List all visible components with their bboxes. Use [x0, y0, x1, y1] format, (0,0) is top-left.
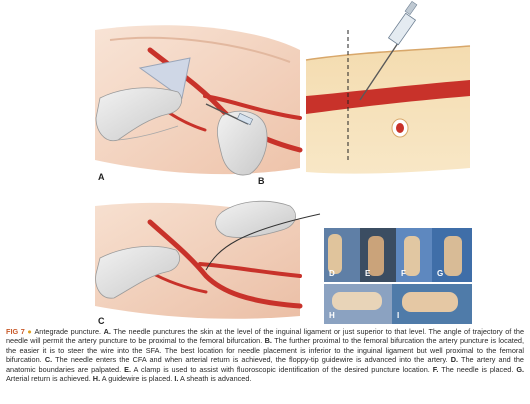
caption-text-a: The needle punctures the skin at the lev… [6, 327, 525, 346]
panel-label-a: A [98, 172, 105, 182]
figure-number: FIG 7 [6, 327, 25, 336]
panel-label-h: H [329, 311, 335, 320]
caption-text-c: The needle enters the CFA and when arter… [55, 355, 448, 365]
photo-grid-top: D E F G [324, 228, 472, 282]
panel-label-g: G [437, 269, 443, 278]
caption-text-b: The further proximal to the femoral bifu… [6, 336, 524, 365]
caption-bullet: ● [27, 327, 33, 336]
panel-label-b: B [258, 176, 265, 186]
caption-text-e: A clamp is used to assist with fluorosco… [133, 364, 430, 374]
caption-label-g: G. [516, 364, 525, 374]
figure-caption: FIG 7 ● Antegrade puncture. A. The needl… [6, 327, 524, 383]
illustration-a-b [95, 25, 303, 176]
panel-label-i: I [397, 311, 399, 320]
caption-title: Antegrade puncture. [34, 327, 102, 336]
caption-text-d: The artery and the anatomic boundaries a… [6, 355, 524, 374]
panel-label-e: E [365, 269, 371, 278]
panel-label-c: C [98, 316, 105, 326]
caption-label-f: F. [432, 364, 439, 374]
caption-label-a: A. [103, 327, 111, 336]
caption-text-g: Arterial return is achieved. [6, 374, 91, 384]
illustration-c [95, 200, 321, 319]
photo-grid-bottom: H I [324, 284, 472, 324]
caption-label-b: B. [264, 336, 272, 346]
caption-label-e: E. [124, 364, 131, 374]
caption-text-i: A sheath is advanced. [180, 374, 252, 384]
caption-label-i: I. [174, 374, 179, 384]
caption-label-h: H. [92, 374, 101, 384]
caption-label-d: D. [450, 355, 459, 365]
panel-label-f: F [401, 269, 406, 278]
caption-text-h: A guidewire is placed. [101, 374, 173, 384]
caption-text-f: The needle is placed. [441, 364, 514, 374]
caption-label-c: C. [44, 355, 53, 365]
illustration-b-section [305, 0, 471, 174]
panel-label-d: D [329, 269, 335, 278]
